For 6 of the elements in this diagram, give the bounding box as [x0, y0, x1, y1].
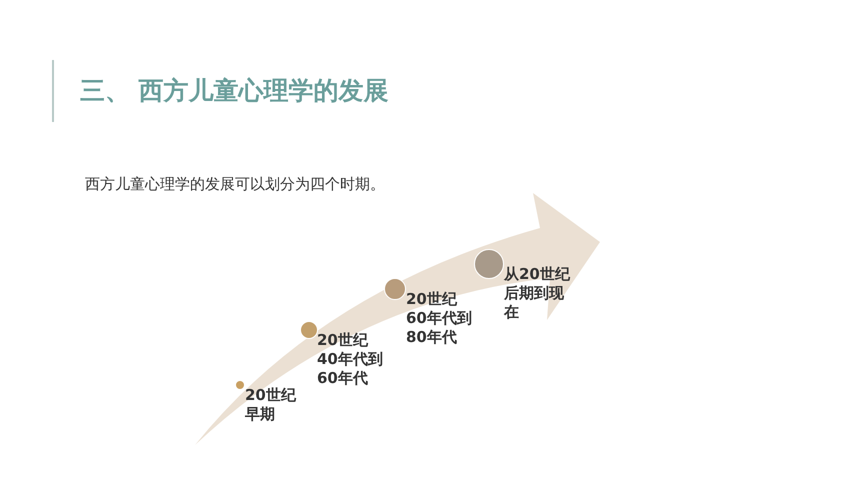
period-label: 20世纪60年代到80年代	[406, 290, 473, 347]
period-label: 20世纪早期	[245, 386, 298, 424]
period-label: 20世纪40年代到60年代	[317, 331, 384, 388]
period-label: 从20世纪后期到现在	[504, 265, 572, 322]
title: 三、 西方儿童心理学的发展	[80, 75, 389, 107]
intro-text: 西方儿童心理学的发展可以划分为四个时期。	[85, 175, 385, 194]
